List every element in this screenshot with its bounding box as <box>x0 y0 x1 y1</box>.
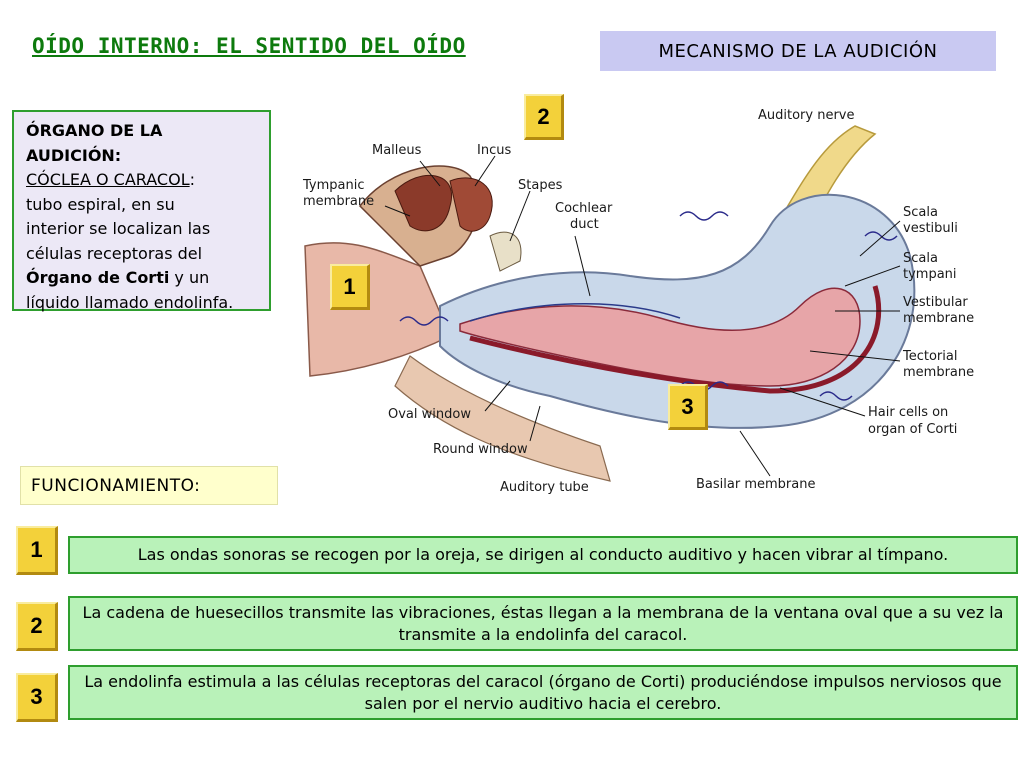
mechanism-heading: MECANISMO DE LA AUDICIÓN <box>600 31 996 71</box>
organ-heading-line2: AUDICIÓN: <box>26 145 122 165</box>
diagram-badge-3: 3 <box>668 384 708 430</box>
label-stapes: Stapes <box>518 178 563 193</box>
organ-line-c: células receptoras del <box>26 243 203 263</box>
label-vestibular-1: Vestibular <box>903 295 968 310</box>
sound-wave-1 <box>399 316 449 326</box>
leader-lines <box>384 155 901 477</box>
label-tympanic-1: Tympanic <box>302 178 365 193</box>
organ-line-d: y un <box>169 268 210 287</box>
step-3-text: La endolinfa estimula a las células rece… <box>84 671 1002 713</box>
organ-line-a: tubo espiral, en su <box>26 194 175 214</box>
ear-anatomy-diagram: Auditory nerve Malleus Incus Stapes Tymp… <box>302 108 974 495</box>
step-2-box: La cadena de huesecillos transmite las v… <box>68 596 1018 651</box>
sound-wave-4 <box>819 391 853 401</box>
diagram-badge-1-number: 1 <box>343 273 356 299</box>
step-2-number: 2 <box>30 613 43 638</box>
label-tectorial-2: membrane <box>903 365 974 380</box>
label-vestibular-2: membrane <box>903 311 974 326</box>
label-oval-window: Oval window <box>388 407 471 422</box>
malleus-shape <box>394 175 453 232</box>
step-1-number: 1 <box>30 537 43 562</box>
label-basilar: Basilar membrane <box>696 477 815 492</box>
step-1-box: Las ondas sonoras se recogen por la orej… <box>68 536 1018 574</box>
mechanism-label: MECANISMO DE LA AUDICIÓN <box>658 40 938 62</box>
sound-wave-2 <box>679 211 729 221</box>
step-1-badge: 1 <box>16 526 58 575</box>
organ-cochlea-term: CÓCLEA O CARACOL <box>26 170 190 189</box>
organ-line-e: líquido llamado endolinfa. <box>26 292 234 312</box>
basilar-membrane-line <box>469 285 882 394</box>
organ-colon: : <box>189 170 195 189</box>
label-auditory-nerve: Auditory nerve <box>758 108 855 123</box>
incus-shape <box>449 177 493 232</box>
sound-wave-5 <box>864 231 898 241</box>
step-1-text: Las ondas sonoras se recogen por la orej… <box>137 545 949 564</box>
stapes-shape <box>489 231 522 272</box>
page-title: OÍDO INTERNO: EL SENTIDO DEL OÍDO <box>32 34 466 58</box>
organ-corti-term: Órgano de Corti <box>26 268 170 287</box>
label-tectorial-1: Tectorial <box>902 349 957 364</box>
label-scala-tymp-2: tympani <box>903 267 957 282</box>
cochlear-duct <box>459 287 861 387</box>
label-malleus: Malleus <box>372 143 422 158</box>
label-cochlear-1: Cochlear <box>555 201 613 216</box>
label-scala-tymp-1: Scala <box>903 251 938 266</box>
organ-heading-line1: ÓRGANO DE LA <box>26 121 163 140</box>
organ-info-box: ÓRGANO DE LA AUDICIÓN: CÓCLEA O CARACOL:… <box>12 110 271 312</box>
funcionamiento-label-box: FUNCIONAMIENTO: <box>20 466 278 505</box>
step-3-number: 3 <box>30 684 43 709</box>
step-2-text: La cadena de huesecillos transmite las v… <box>82 602 1004 644</box>
label-scala-vest-1: Scala <box>903 205 938 220</box>
funcionamiento-label: FUNCIONAMIENTO: <box>31 475 201 496</box>
label-cochlear-2: duct <box>570 217 599 232</box>
step-3-badge: 3 <box>16 673 58 722</box>
auditory-tube-shape <box>394 355 611 482</box>
diagram-badge-3-number: 3 <box>681 393 694 419</box>
label-hair-cells-1: Hair cells on <box>868 405 948 420</box>
diagram-badge-2: 2 <box>524 94 564 140</box>
label-scala-vest-2: vestibuli <box>903 221 958 236</box>
label-round-window: Round window <box>433 442 528 457</box>
label-incus: Incus <box>477 143 511 158</box>
step-2-badge: 2 <box>16 602 58 651</box>
label-tympanic-2: membrane <box>303 194 374 209</box>
diagram-badge-2-number: 2 <box>537 103 550 129</box>
label-hair-cells-2: organ of Corti <box>868 422 957 437</box>
organ-line-b: interior se localizan las <box>26 219 211 238</box>
label-auditory-tube: Auditory tube <box>500 480 589 495</box>
diagram-badge-1: 1 <box>330 264 370 310</box>
step-3-box: La endolinfa estimula a las células rece… <box>68 665 1018 720</box>
vestibular-membrane-line <box>469 303 681 322</box>
